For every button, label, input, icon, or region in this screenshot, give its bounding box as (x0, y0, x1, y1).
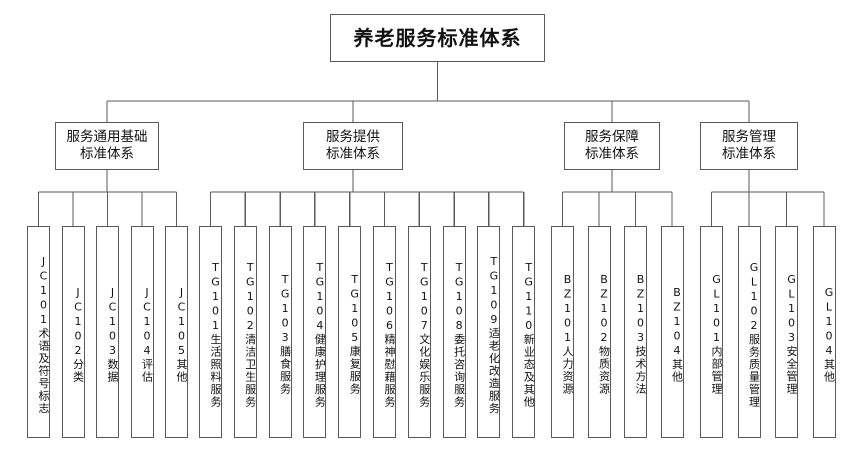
leaf-node-label: BZ101人力资源 (561, 273, 574, 396)
branch-node-tg[interactable]: 服务提供 标准体系 (303, 122, 403, 170)
leaf-node-gl103[interactable]: GL103安全管理 (775, 226, 798, 438)
leaf-node-label: JC102分类 (71, 285, 85, 384)
leaf-node-label: BZ102物质资源 (597, 273, 611, 396)
leaf-node-label: GL101内部管理 (710, 273, 723, 396)
leaf-node-label: TG103膳食服务 (278, 273, 292, 396)
leaf-node-tg103[interactable]: TG103膳食服务 (268, 226, 292, 438)
leaf-node-label: GL103安全管理 (785, 273, 798, 396)
leaf-node-label: GL104其他 (822, 285, 836, 384)
leaf-node-bz104[interactable]: BZ104其他 (660, 226, 684, 438)
leaf-node-label: TG105康复服务 (348, 273, 362, 396)
leaf-node-label: BZ104其他 (670, 285, 684, 384)
leaf-node-label: GL102服务质量管理 (747, 260, 761, 409)
leaf-node-tg106[interactable]: TG106精神慰藉服务 (373, 226, 396, 438)
leaf-node-label: BZ103技术方法 (634, 273, 647, 396)
leaf-node-label: TG107文化娱乐服务 (417, 260, 431, 409)
leaf-node-tg105[interactable]: TG105康复服务 (338, 226, 362, 438)
leaf-node-jc102[interactable]: JC102分类 (61, 226, 85, 438)
leaf-node-tg101[interactable]: TG101生活照料服务 (199, 226, 222, 438)
leaf-node-label: TG102清洁卫生服务 (243, 260, 257, 409)
leaf-node-label: TG104健康护理服务 (313, 260, 327, 409)
leaf-node-jc104[interactable]: JC104评估 (130, 226, 154, 438)
leaf-node-bz101[interactable]: BZ101人力资源 (551, 226, 574, 438)
branch-node-bz[interactable]: 服务保障 标准体系 (564, 122, 660, 170)
leaf-node-bz102[interactable]: BZ102物质资源 (587, 226, 611, 438)
leaf-node-label: JC104评估 (140, 285, 154, 384)
branch-node-gl[interactable]: 服务管理 标准体系 (700, 122, 798, 170)
leaf-node-tg108[interactable]: TG108委托咨询服务 (442, 226, 466, 438)
leaf-node-gl102[interactable]: GL102服务质量管理 (737, 226, 761, 438)
leaf-node-jc105[interactable]: JC105其他 (165, 226, 188, 438)
leaf-node-tg102[interactable]: TG102清洁卫生服务 (233, 226, 257, 438)
root-node[interactable]: 养老服务标准体系 (330, 14, 545, 62)
leaf-node-label: JC105其他 (175, 285, 188, 384)
leaf-node-gl101[interactable]: GL101内部管理 (700, 226, 723, 438)
leaf-node-label: TG110新业态及其他 (522, 260, 536, 409)
leaf-node-label: TG101生活照料服务 (209, 260, 222, 409)
leaf-node-jc101[interactable]: JC101术语及符号标志 (27, 226, 50, 438)
leaf-node-label: TG109适老化改造服务 (487, 254, 501, 415)
leaf-node-tg109[interactable]: TG109适老化改造服务 (477, 226, 501, 438)
leaf-node-tg107[interactable]: TG107文化娱乐服务 (407, 226, 431, 438)
leaf-node-jc103[interactable]: JC103数据 (96, 226, 119, 438)
leaf-node-label: JC103数据 (106, 285, 119, 384)
leaf-node-gl104[interactable]: GL104其他 (812, 226, 836, 438)
leaf-node-label: TG106精神慰藉服务 (383, 260, 396, 409)
leaf-node-tg104[interactable]: TG104健康护理服务 (303, 226, 327, 438)
leaf-node-bz103[interactable]: BZ103技术方法 (624, 226, 647, 438)
leaf-node-label: JC101术语及符号标志 (37, 254, 50, 415)
leaf-node-label: TG108委托咨询服务 (452, 260, 466, 409)
leaf-node-tg110[interactable]: TG110新业态及其他 (512, 226, 536, 438)
branch-node-jc[interactable]: 服务通用基础 标准体系 (55, 122, 159, 170)
